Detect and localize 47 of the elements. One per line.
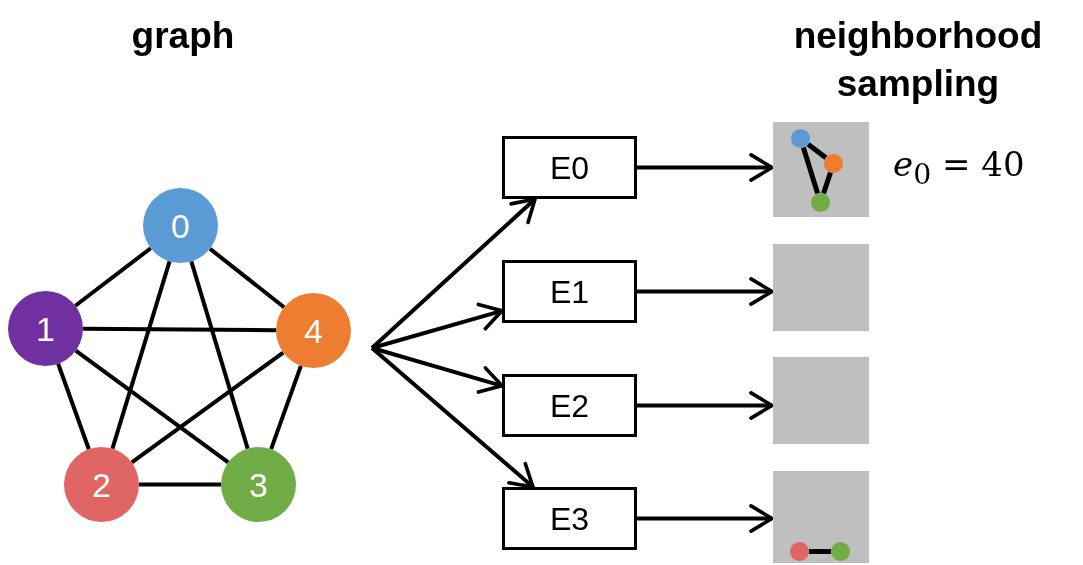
arrow — [371, 302, 504, 350]
edge-line — [83, 326, 276, 333]
edge-line — [208, 247, 286, 309]
box-label: E1 — [549, 275, 590, 308]
process-box — [502, 260, 637, 323]
process-box — [502, 136, 637, 199]
edge-line — [269, 365, 303, 450]
equation-label: e$_{0}$ = 40 — [893, 144, 1025, 191]
arrow — [370, 197, 537, 350]
heading: graph — [130, 14, 236, 58]
edge-line — [110, 260, 172, 450]
sample-panel — [773, 244, 869, 331]
process-box — [502, 487, 637, 550]
edge-line — [56, 363, 91, 450]
arrow — [370, 346, 535, 489]
edge-line — [806, 142, 828, 160]
arrow — [371, 346, 504, 394]
node-number: 0 — [171, 208, 190, 243]
edge-line — [809, 549, 831, 554]
small-node-dot — [811, 193, 830, 212]
sample-panel — [773, 357, 869, 444]
arrow — [637, 504, 774, 533]
small-node-dot — [791, 129, 810, 148]
heading: neighborhood sampling — [792, 14, 1044, 106]
sample-panel — [773, 122, 869, 217]
process-box — [502, 374, 637, 437]
edge-line — [130, 350, 285, 465]
box-label: E2 — [549, 389, 590, 422]
edge-line — [189, 260, 250, 450]
box-label: E0 — [549, 151, 590, 184]
small-node-dot — [831, 542, 850, 561]
node-number: 4 — [304, 313, 323, 348]
sample-panel — [773, 471, 869, 563]
node-number: 1 — [36, 311, 55, 346]
small-node-dot — [790, 542, 809, 561]
edge-line — [74, 246, 152, 308]
box-label: E3 — [549, 502, 590, 535]
node-number: 2 — [92, 467, 111, 502]
edge-line — [821, 171, 833, 195]
arrow — [637, 153, 774, 182]
edge-line — [139, 482, 221, 487]
arrow — [637, 277, 774, 306]
small-node-dot — [824, 154, 843, 173]
node-number: 3 — [249, 467, 268, 502]
edge-line — [74, 349, 230, 464]
edge-line — [800, 146, 821, 195]
arrow — [637, 391, 774, 420]
